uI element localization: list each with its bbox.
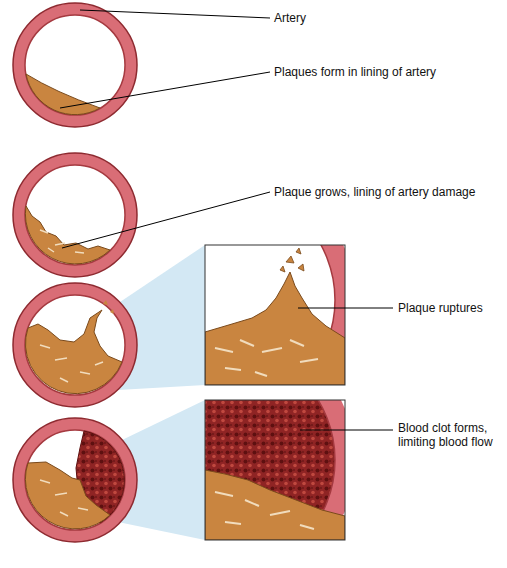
artery-section [13,283,137,407]
callout-label: Artery [274,11,474,25]
callout-label: Plaque grows, lining of artery damage [274,185,503,199]
inset-frame [205,245,345,385]
callout-label: Plaques form in lining of artery [274,65,500,79]
callout-label: Plaque ruptures [398,301,503,315]
artery-section [13,418,137,542]
inset-rupture [205,245,345,385]
inset-clot [205,400,345,540]
inset-frame [205,400,345,540]
artery-section [13,3,137,127]
callout-label: Blood clot forms, limiting blood flow [398,421,503,449]
artery-section [13,153,137,277]
